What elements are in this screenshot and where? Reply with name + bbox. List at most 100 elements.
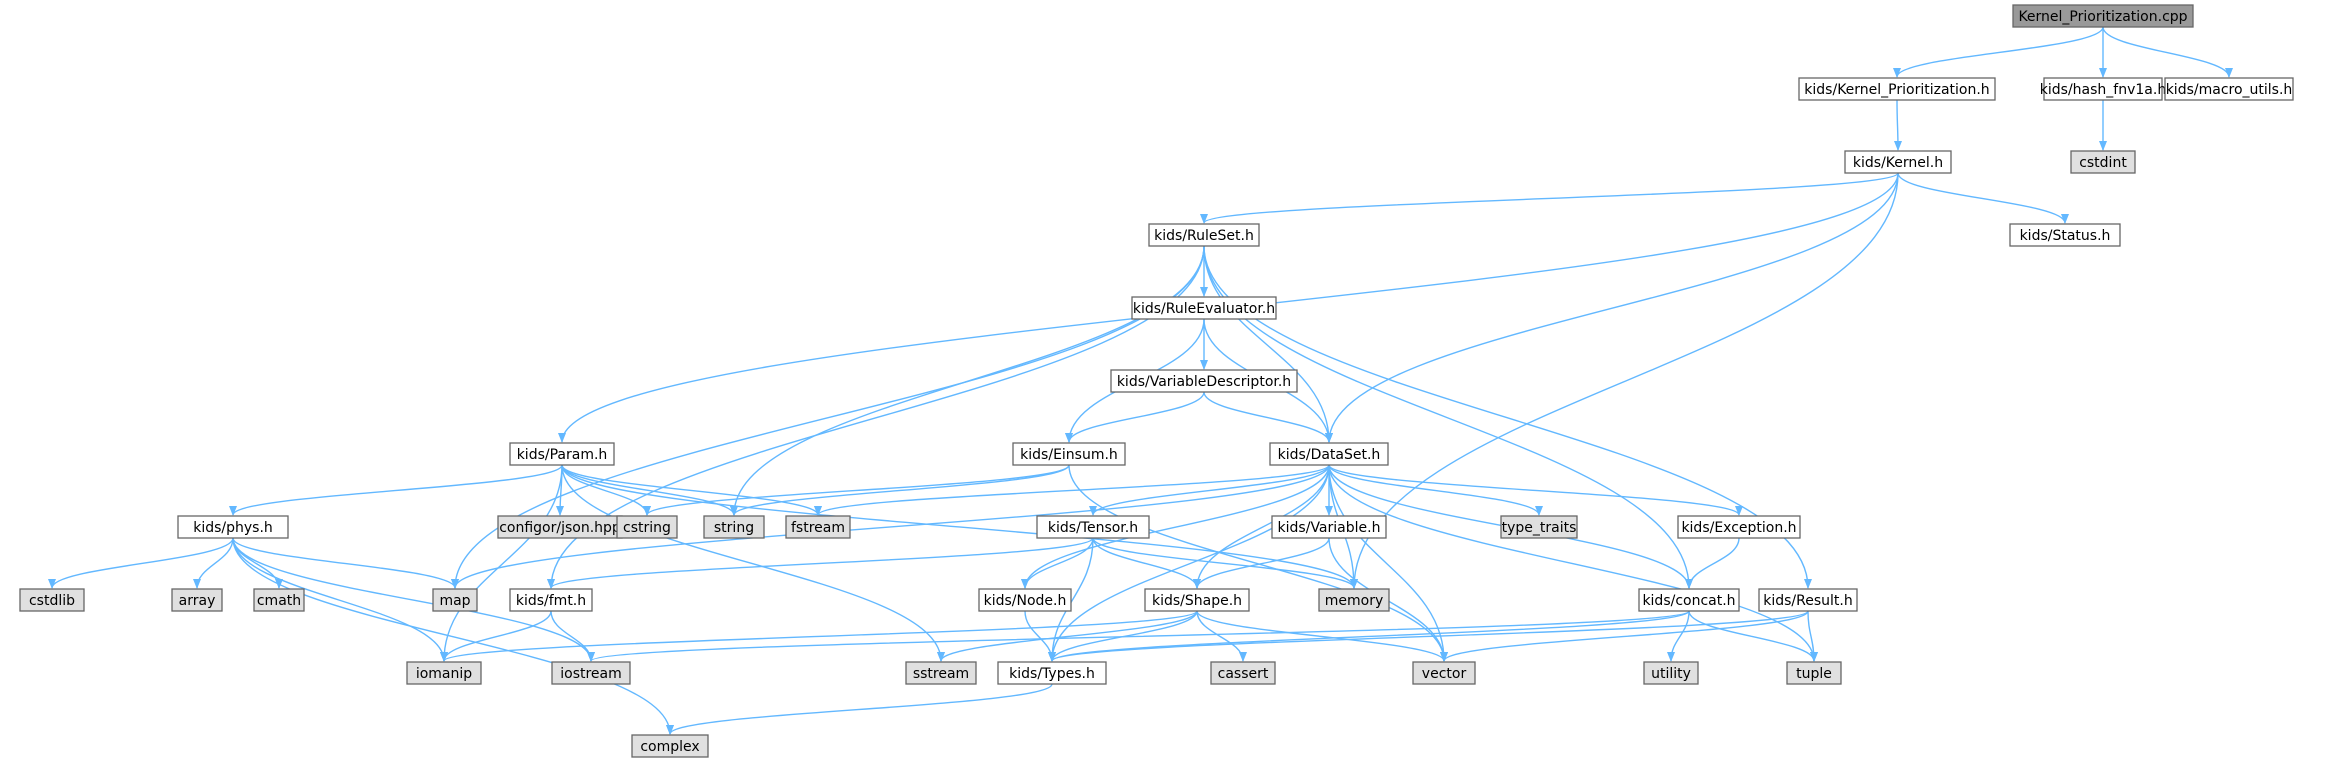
node-box: [631, 734, 709, 758]
node-sstream: sstream: [905, 661, 977, 685]
edge-kernel-prioritization-cpp-to-kids-kernel-prioritization-h: [1893, 26, 2104, 78]
edge-kids-phys-h-to-cstdlib: [48, 537, 234, 589]
node-kids-variabledescriptor-h[interactable]: kids/VariableDescriptor.h: [1110, 369, 1298, 393]
edge-kids-ruleset-h-to-kids-dataset-h: [1203, 245, 1333, 443]
node-kids-node-h[interactable]: kids/Node.h: [978, 588, 1072, 612]
node-kids-fmt-h[interactable]: kids/fmt.h: [509, 588, 593, 612]
node-label: kids/Result.h: [1763, 593, 1852, 609]
node-label: memory: [1325, 593, 1384, 609]
node-kids-ruleevaluator-h[interactable]: kids/RuleEvaluator.h: [1131, 296, 1277, 320]
edge-kids-shape-h-to-iomanip: [440, 610, 1198, 662]
node-box: [1758, 588, 1858, 612]
node-label: array: [179, 593, 216, 609]
node-kids-tensor-h[interactable]: kids/Tensor.h: [1036, 515, 1150, 539]
node-label: complex: [640, 739, 699, 755]
node-label: vector: [1422, 666, 1467, 682]
edge-kids-fmt-h-to-iostream: [550, 610, 595, 662]
node-label: Kernel_Prioritization.cpp: [2018, 9, 2187, 25]
node-box: [997, 661, 1107, 685]
edge-kids-einsum-h-to-string: [730, 464, 1070, 516]
node-cstdint: cstdint: [2070, 150, 2136, 174]
edge-kids-tensor-h-to-kids-node-h: [1021, 537, 1094, 589]
edge-kids-param-h-to-iomanip: [440, 464, 563, 662]
edge-kids-einsum-h-to-cstring: [643, 464, 1070, 516]
node-box: [2070, 150, 2136, 174]
node-label: kids/Kernel_Prioritization.h: [1804, 82, 1989, 98]
edge-kids-dataset-h-to-fstream: [814, 464, 1330, 516]
edge-kids-dataset-h-to-kids-node-h: [1021, 464, 1330, 589]
node-kids-types-h[interactable]: kids/Types.h: [997, 661, 1107, 685]
node-kids-status-h[interactable]: kids/Status.h: [2009, 223, 2121, 247]
node-box: [1036, 515, 1150, 539]
edge-kids-dataset-h-to-tuple: [1328, 464, 1818, 662]
node-box: [1210, 661, 1276, 685]
node-label: kids/RuleEvaluator.h: [1133, 301, 1275, 317]
node-box: [509, 588, 593, 612]
node-kids-param-h[interactable]: kids/Param.h: [509, 442, 615, 466]
node-label: kids/macro_utils.h: [2166, 82, 2293, 98]
node-kids-hash-fnv1a-h[interactable]: kids/hash_fnv1a.h: [2040, 77, 2166, 101]
node-label: map: [439, 593, 470, 609]
node-label: sstream: [913, 666, 969, 682]
node-box: [509, 442, 615, 466]
node-box: [1148, 223, 1260, 247]
edge-kids-variabledescriptor-h-to-kids-einsum-h: [1065, 391, 1205, 443]
node-configor-json-hpp: configor/json.hpp: [497, 515, 623, 539]
node-kids-exception-h[interactable]: kids/Exception.h: [1677, 515, 1801, 539]
node-label: cassert: [1218, 666, 1269, 682]
node-kids-einsum-h[interactable]: kids/Einsum.h: [1012, 442, 1126, 466]
edge-kids-node-h-to-kids-types-h: [1024, 610, 1056, 662]
edge-kids-phys-h-to-iomanip: [232, 537, 448, 662]
edge-kids-tensor-h-to-kids-shape-h: [1092, 537, 1201, 589]
node-label: kids/concat.h: [1642, 593, 1735, 609]
node-label: cstring: [623, 520, 671, 536]
node-kids-dataset-h[interactable]: kids/DataSet.h: [1269, 442, 1389, 466]
node-kids-shape-h[interactable]: kids/Shape.h: [1144, 588, 1250, 612]
node-kids-concat-h[interactable]: kids/concat.h: [1638, 588, 1740, 612]
node-box: [2043, 77, 2163, 101]
node-box: [2164, 77, 2294, 101]
node-kids-kernel-prioritization-h[interactable]: kids/Kernel_Prioritization.h: [1798, 77, 1996, 101]
node-box: [1318, 588, 1390, 612]
node-box: [406, 661, 482, 685]
edge-kids-param-h-to-fstream: [561, 464, 822, 516]
edge-kids-ruleset-h-to-string: [730, 245, 1205, 516]
node-box: [1798, 77, 1996, 101]
edge-kids-param-h-to-kids-phys-h: [229, 464, 563, 516]
edge-kids-tensor-h-to-kids-types-h: [1048, 537, 1094, 662]
node-kids-variable-h[interactable]: kids/Variable.h: [1271, 515, 1387, 539]
edge-kids-phys-h-to-map: [232, 537, 459, 589]
node-iostream: iostream: [551, 661, 631, 685]
node-box: [253, 588, 305, 612]
node-box: [1131, 296, 1277, 320]
node-box: [19, 588, 85, 612]
edge-kids-shape-h-to-vector: [1196, 610, 1448, 662]
node-kernel-prioritization-cpp[interactable]: Kernel_Prioritization.cpp: [2012, 4, 2194, 28]
node-box: [1412, 661, 1476, 685]
node-label: kids/Tensor.h: [1048, 520, 1138, 536]
edge-kids-param-h-to-string: [561, 464, 738, 516]
node-kids-result-h[interactable]: kids/Result.h: [1758, 588, 1858, 612]
node-box: [1012, 442, 1126, 466]
node-label: kids/hash_fnv1a.h: [2040, 82, 2166, 98]
node-kids-phys-h[interactable]: kids/phys.h: [177, 515, 289, 539]
edge-kids-dataset-h-to-kids-types-h: [1048, 464, 1330, 662]
edge-kids-dataset-h-to-vector: [1328, 464, 1448, 662]
edge-kids-dataset-h-to-kids-shape-h: [1193, 464, 1330, 589]
node-kids-macro-utils-h[interactable]: kids/macro_utils.h: [2164, 77, 2294, 101]
edge-kids-result-h-to-kids-types-h: [1048, 610, 1809, 662]
node-box: [785, 515, 851, 539]
edge-kids-kernel-h-to-kids-dataset-h: [1325, 172, 1899, 443]
node-kids-ruleset-h[interactable]: kids/RuleSet.h: [1148, 223, 1260, 247]
node-label: utility: [1651, 666, 1691, 682]
node-label: fstream: [791, 520, 845, 536]
node-kids-kernel-h[interactable]: kids/Kernel.h: [1844, 150, 1952, 174]
edge-kids-kernel-prioritization-h-to-kids-kernel-h: [1893, 99, 1902, 151]
node-label: kids/Node.h: [984, 593, 1067, 609]
node-memory: memory: [1318, 588, 1390, 612]
edge-kids-kernel-h-to-memory: [1350, 172, 1899, 589]
node-box: [1144, 588, 1250, 612]
node-label: type_traits: [1502, 520, 1577, 536]
node-box: [1269, 442, 1389, 466]
edge-kids-fmt-h-to-iomanip: [440, 610, 552, 662]
